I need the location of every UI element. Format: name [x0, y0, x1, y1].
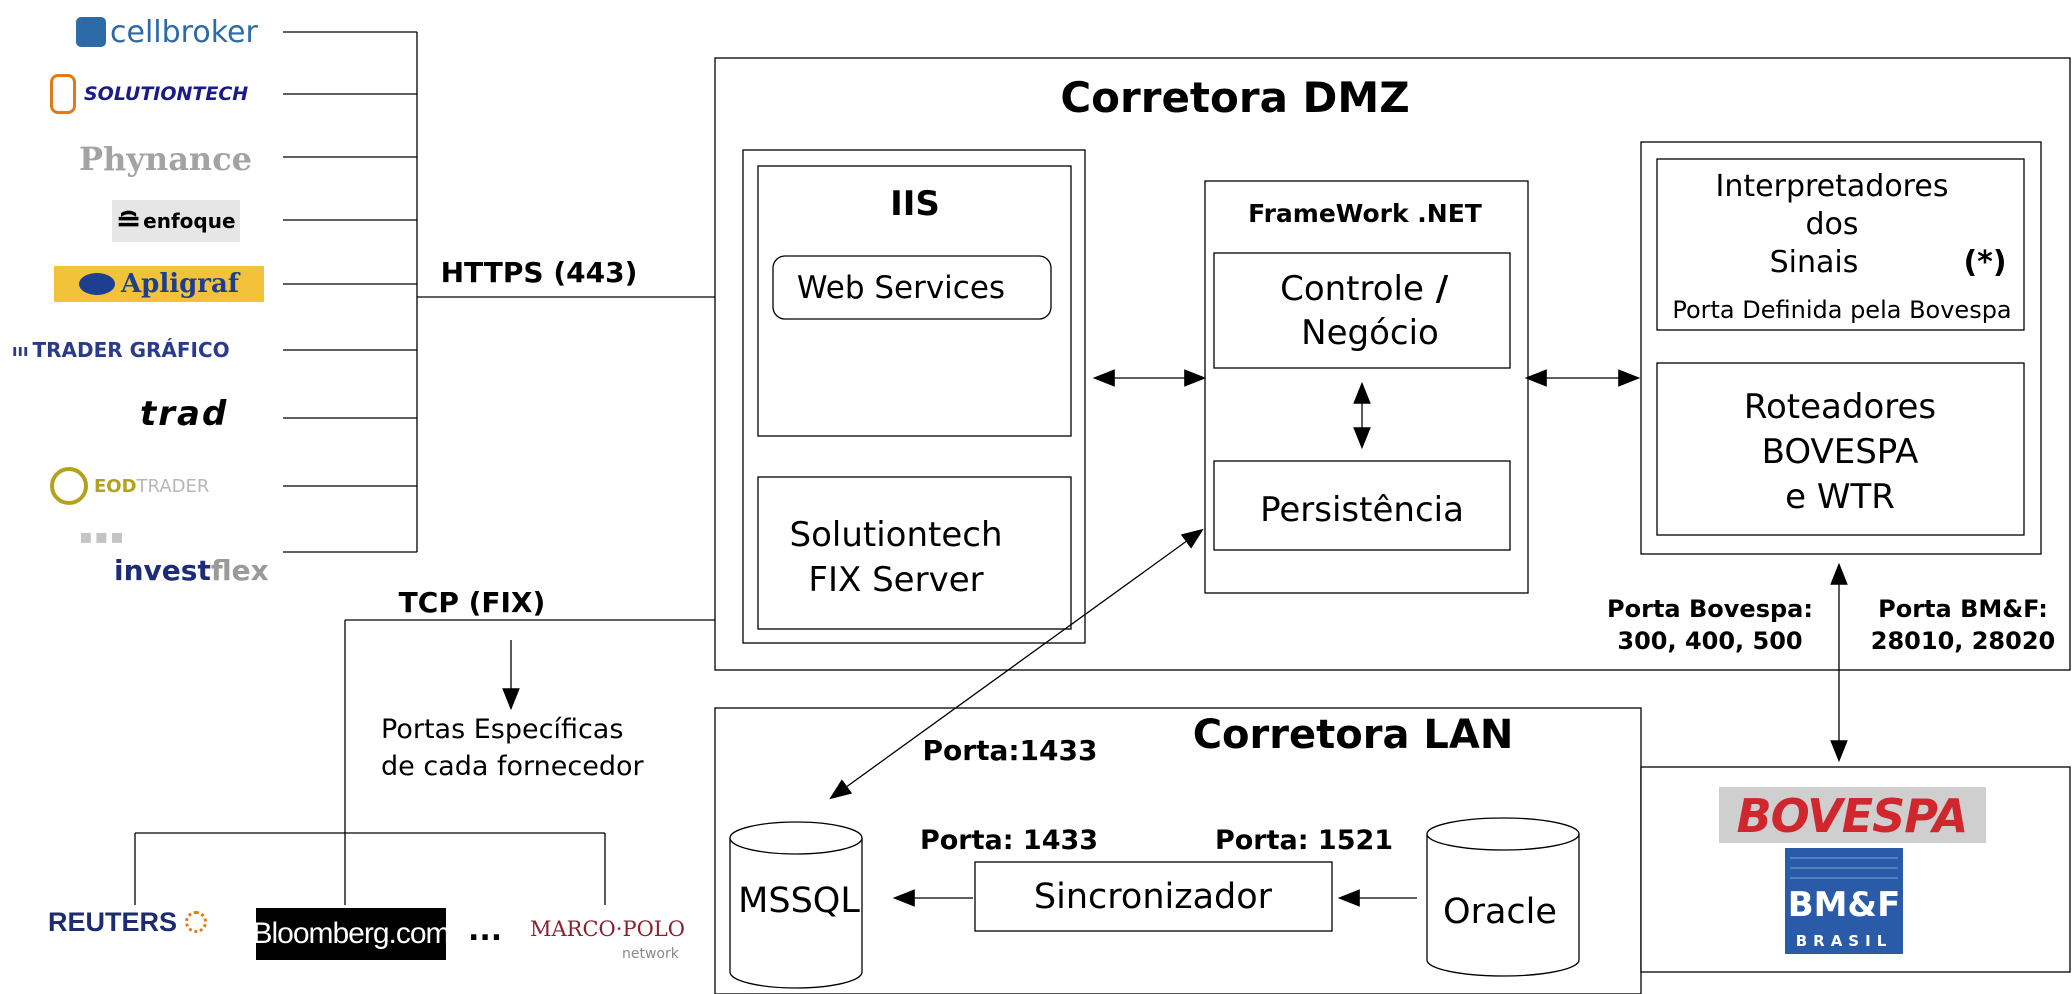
bloomberg-logo: Bloomberg.com	[252, 908, 451, 960]
roteadores-box	[1656, 362, 2025, 536]
fix-server-label-2: FIX Server	[808, 560, 983, 600]
interp-port: Porta Definida pela Bovespa	[1672, 296, 2011, 324]
eodtrader-logo: EOD TRADER	[50, 464, 209, 508]
cellbroker-logo: cellbroker	[76, 10, 258, 54]
controle-label-1: Controle	[1280, 269, 1424, 309]
marco-polo-logo: MARCO·POLO	[530, 914, 685, 944]
interp-label-2: dos	[1805, 207, 1858, 242]
solutiontech-icon	[50, 74, 76, 114]
ellipsis: ...	[468, 912, 503, 948]
trader-grafico-logo: ııı TRADER GRÁFICO	[12, 335, 230, 365]
oracle-label: Oracle	[1443, 892, 1557, 932]
eodtrader-icon	[50, 467, 88, 505]
trad-logo: trad	[140, 394, 228, 434]
tcp-fix-label: TCP (FIX)	[399, 586, 546, 619]
solutiontech-name: SOLUTIONTECH	[84, 83, 249, 105]
reuters-logo: REUTERS	[48, 900, 208, 944]
iis-title: IIS	[890, 184, 940, 224]
porta-1521-label: Porta: 1521	[1215, 825, 1393, 856]
bmf-logo	[1785, 848, 1903, 954]
marco-polo-sub: network	[622, 946, 679, 962]
cellbroker-icon	[76, 17, 106, 47]
lan-title: Corretora LAN	[1193, 712, 1514, 758]
roteadores-label-2: BOVESPA	[1762, 432, 1919, 472]
trader-grafico-icon: ııı	[12, 340, 29, 360]
persistencia-box	[1213, 460, 1511, 551]
enfoque-name: enfoque	[143, 209, 236, 233]
controle-box	[1213, 252, 1511, 369]
investflex-name-a: invest	[114, 553, 211, 587]
cellbroker-name: cellbroker	[110, 14, 258, 50]
investflex-logo: invest flex	[114, 552, 269, 588]
interp-label-1: Interpretadores	[1716, 169, 1949, 204]
marco-polo-name: MARCO·POLO	[530, 917, 685, 941]
apligraf-name: Apligraf	[120, 269, 239, 299]
reuters-icon	[185, 911, 208, 933]
bmf-logo-text: BM&F	[1788, 885, 1901, 925]
portas-label-2: de cada fornecedor	[381, 751, 644, 782]
mssql-label: MSSQL	[738, 881, 860, 921]
framework-title: FrameWork .NET	[1248, 199, 1482, 228]
controle-label-2: Negócio	[1301, 313, 1439, 353]
bmf-brasil-text: BRASIL	[1796, 932, 1893, 950]
porta-bmf-label-1: Porta BM&F:	[1878, 595, 2048, 623]
web-services-label: Web Services	[797, 270, 1005, 306]
dmz-title: Corretora DMZ	[1060, 73, 1409, 122]
trader-grafico-name: TRADER GRÁFICO	[32, 338, 230, 362]
fix-bus	[134, 619, 755, 905]
oracle-database	[1426, 817, 1580, 977]
https-label: HTTPS (443)	[441, 256, 638, 289]
interpretadores-box	[1656, 158, 2025, 331]
bovespa-logo: BOVESPA	[1737, 789, 1968, 843]
roteadores-label-3: e WTR	[1785, 477, 1895, 517]
reuters-name: REUTERS	[48, 906, 178, 937]
porta-1433-label: Porta: 1433	[920, 825, 1098, 856]
solutiontech-logo: SOLUTIONTECH	[50, 72, 248, 116]
portas-label-1: Portas Específicas	[381, 714, 623, 745]
interp-star: (*)	[1963, 245, 2006, 280]
sincronizador-label: Sincronizador	[1034, 877, 1273, 917]
persistencia-label: Persistência	[1260, 490, 1464, 530]
web-services-box	[772, 255, 1052, 320]
porta-bovespa-label-1: Porta Bovespa:	[1607, 595, 1813, 623]
eodtrader-name-a: EOD	[94, 475, 137, 497]
apligraf-icon	[78, 273, 115, 295]
mssql-database	[729, 821, 863, 989]
bloomberg-name: Bloomberg.com	[252, 917, 450, 950]
investflex-icon: ▪▪▪	[79, 524, 126, 548]
investflex-name-b: flex	[210, 553, 269, 587]
enfoque-icon: ≘	[116, 203, 142, 239]
bovespa-logo-bg	[1719, 787, 1986, 843]
controle-slash: /	[1436, 269, 1449, 309]
roteadores-label-1: Roteadores	[1744, 387, 1936, 427]
trad-name: trad	[140, 394, 229, 434]
porta-bmf-label-2: 28010, 28020	[1871, 627, 2055, 655]
sincronizador-box	[974, 861, 1333, 932]
phynance-logo: Phynance	[79, 139, 252, 179]
fix-server-label-1: Solutiontech	[790, 515, 1003, 555]
persistencia-mssql-arrow	[829, 528, 1204, 800]
enfoque-logo: ≘ enfoque	[112, 200, 240, 242]
porta-1433-diagonal-label: Porta:1433	[923, 734, 1098, 767]
apligraf-logo: Apligraf	[54, 266, 264, 302]
porta-bovespa-label-2: 300, 400, 500	[1617, 627, 1802, 655]
eodtrader-name-b: TRADER	[136, 475, 210, 497]
interp-label-3: Sinais	[1770, 245, 1859, 280]
vendor-bus	[283, 31, 737, 553]
phynance-name: Phynance	[79, 140, 253, 178]
